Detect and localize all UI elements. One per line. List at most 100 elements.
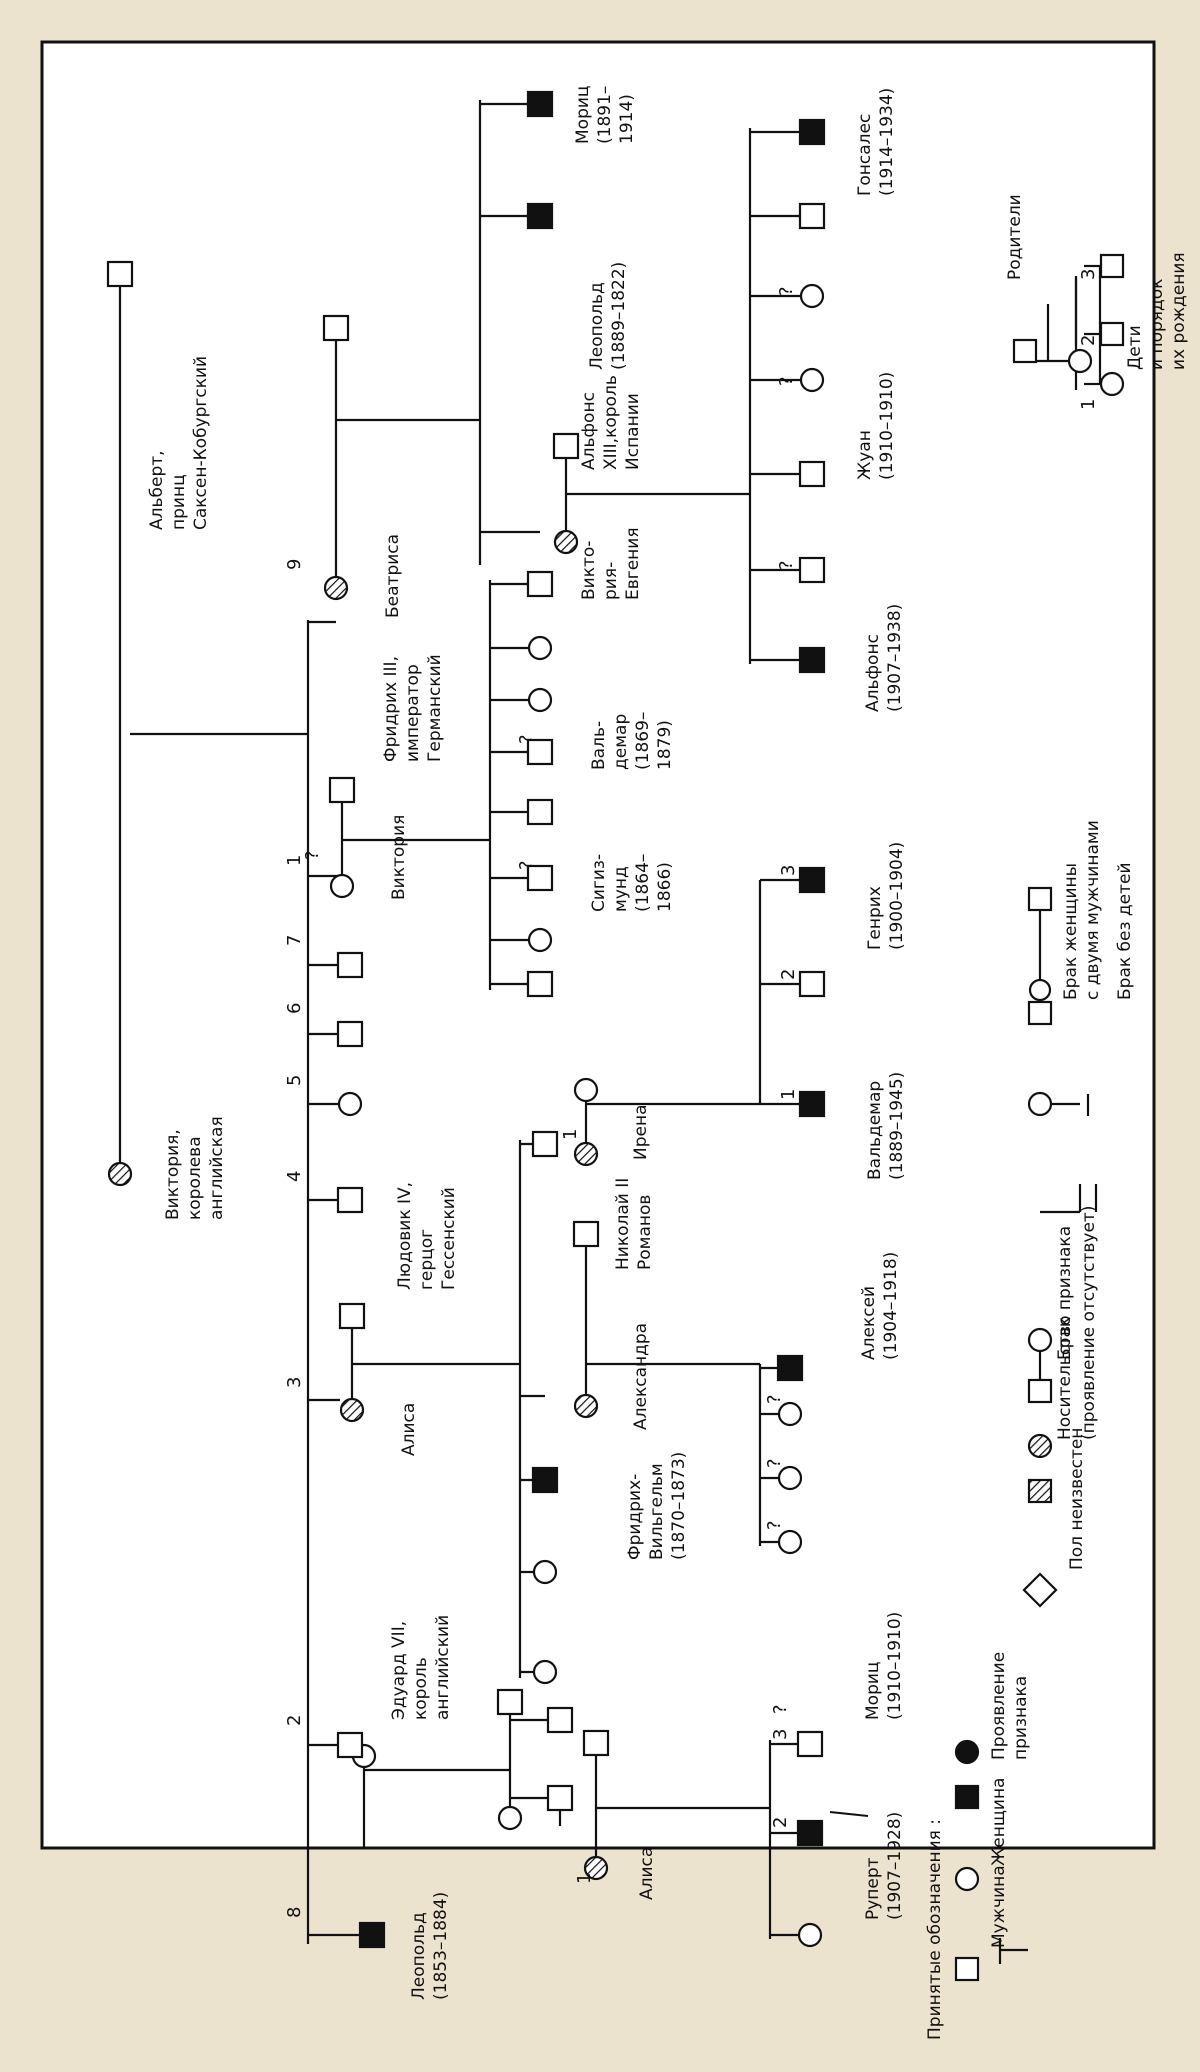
juan-square [798, 460, 826, 488]
order-7: 7 [284, 935, 305, 946]
legend-children-label: их рождения [1169, 252, 1189, 370]
vic-child1-square [526, 970, 554, 998]
legend-child1-circle [1099, 371, 1125, 397]
irena-son-square [798, 970, 826, 998]
vic-child8-square [526, 570, 554, 598]
alfonso13-name: XIII,король [601, 375, 621, 470]
spain-child2-square [798, 556, 826, 584]
victoria-d-name: Виктория [389, 815, 409, 900]
ludwig-male-square [338, 1302, 366, 1330]
rupert-name: (1907–1928) [885, 1812, 905, 1920]
waldemar2-name: (1889–1945) [887, 1072, 907, 1180]
sigismund-name: (1864– [633, 854, 653, 912]
leopold-name: Леопольд [409, 1912, 429, 2000]
rupert-affected-square [796, 1819, 824, 1847]
leopold2-affected-square [526, 202, 554, 230]
legend-two-men-circle [1028, 978, 1052, 1002]
vic-eugenia-name: рия- [601, 562, 621, 600]
alice-child2-circle [532, 1559, 558, 1585]
legend-affected-label: Проявление [989, 1652, 1009, 1760]
diagram-frame [40, 40, 1156, 1850]
order-2: 2 [770, 1817, 791, 1828]
waldemar2-affected-square [798, 1090, 826, 1118]
legend-parent-square [1012, 338, 1038, 364]
beatrice-husband-square [322, 314, 350, 342]
question-mark: ? [516, 734, 537, 744]
friedrich3-name: император [403, 664, 423, 762]
vic-child2-circle [527, 927, 553, 953]
alice2-carrier-circle [583, 1855, 609, 1881]
alexei-name: Алексей [859, 1286, 879, 1360]
pedigree-symbols [106, 90, 1125, 1982]
fw-name: Вильгельм [647, 1463, 667, 1560]
legend-affected-square [954, 1784, 980, 1810]
spain-child5-circle [799, 283, 825, 309]
sigismund-square [526, 864, 554, 892]
legend: Принятые обозначения : Мужчина Женщина П… [925, 194, 1189, 2040]
legend-parents-label: Родители [1005, 194, 1025, 280]
albert-male-square [106, 260, 134, 288]
order-1: 1 [574, 1873, 595, 1884]
legend-child2-square [1099, 321, 1125, 347]
question-mark: ? [764, 1458, 785, 1468]
sigismund-name: 1866) [655, 862, 675, 912]
legend-carrier-label: (проявление отсутствует) [1079, 1206, 1099, 1440]
fw-name: Фридрих- [625, 1474, 645, 1560]
alice-carrier-circle [339, 1397, 365, 1423]
question-mark: ? [764, 1520, 785, 1530]
rupert-name: Руперт [863, 1857, 883, 1920]
legend-two-men-label: Брак женщины [1061, 863, 1081, 1000]
question-mark: ? [776, 560, 797, 570]
beatrice-carrier-circle [323, 575, 349, 601]
fw-name: (1870–1873) [669, 1452, 689, 1560]
legend-female-circle [954, 1866, 980, 1892]
legend-children-label: и порядок [1147, 279, 1167, 370]
leopold-child2-square [546, 1706, 574, 1734]
legend-marriage-square [1027, 1378, 1053, 1404]
question-mark: ? [764, 1394, 785, 1404]
moritz2-name: (1891– [595, 86, 615, 144]
legend-affected-label: признака [1011, 1676, 1031, 1760]
albert-name: принц [169, 474, 189, 530]
son-6-square [336, 1020, 364, 1048]
alfonso-name: (1907–1938) [885, 604, 905, 712]
leopold-affected-square [358, 1921, 386, 1949]
leopold-daughter-circle [497, 1805, 523, 1831]
alice-son-square [531, 1130, 559, 1158]
maria-circle [777, 1401, 803, 1427]
legend-male-label: Мужчина [989, 1865, 1009, 1948]
edward-name: король [411, 1657, 431, 1720]
order-2: 2 [778, 969, 799, 980]
alexei-affected-square [776, 1354, 804, 1382]
vic-eugenia-name: Евгения [623, 527, 643, 600]
waldemar1-name: Валь- [589, 721, 609, 770]
order-8: 8 [284, 1907, 305, 1918]
name-labels: Виктория, королева английская Альберт, п… [147, 86, 907, 2000]
child-7-square [336, 951, 364, 979]
legend-unknown-label: Пол неизвестен [1067, 1428, 1087, 1570]
question-mark: ? [776, 376, 797, 386]
legend-order-2: 2 [1078, 335, 1099, 346]
legend-two-men-square1 [1027, 1000, 1053, 1026]
heinrich-name: Генрих [865, 886, 885, 950]
rupert-arrow [829, 1811, 869, 1817]
legend-two-men-label: с двумя мужчинами [1083, 820, 1103, 1000]
beatrice-name: Беатриса [383, 534, 403, 618]
moritz2-name: Мориц [573, 86, 593, 144]
daughter-5-circle [337, 1091, 363, 1117]
heinrich-affected-square [798, 866, 826, 894]
legend-male-square [954, 1956, 980, 1982]
alice2-daughter-circle [797, 1922, 823, 1948]
alice-name: Алиса [399, 1403, 419, 1456]
legend-unknown-diamond [1022, 1572, 1058, 1608]
leopold-son-square [496, 1688, 524, 1716]
sigismund-name: Сигиз- [589, 854, 609, 912]
nicholas-name: Романов [635, 1195, 655, 1270]
legend-parent-circle [1067, 348, 1093, 374]
waldemar1-name: 1879) [655, 720, 675, 770]
edward-male-square [336, 1731, 364, 1759]
order-1: 1 [560, 1129, 581, 1140]
tatiana-circle [777, 1465, 803, 1491]
